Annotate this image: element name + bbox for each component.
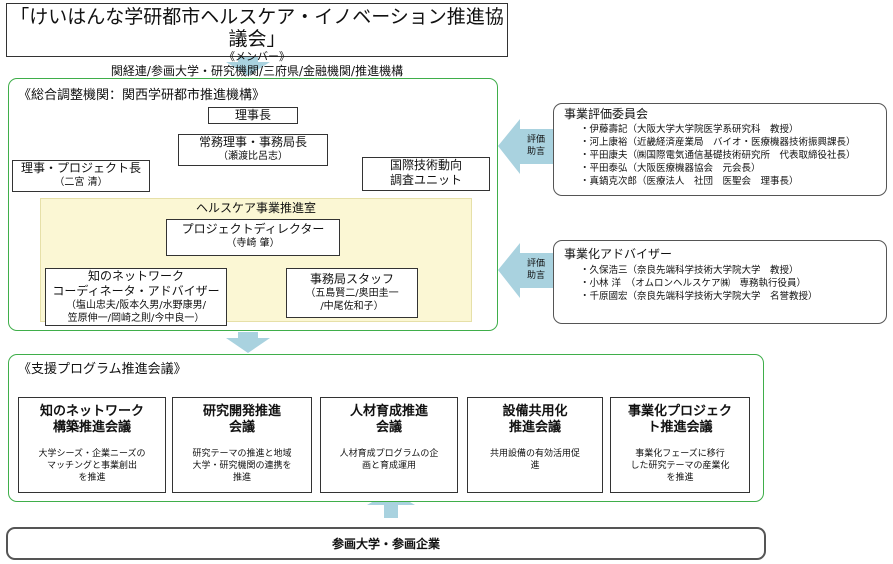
arrow-down-middle [226,332,270,353]
evaluation-committee-box: 事業評価委員会 ・伊藤壽記（大阪大学大学院医学系研究科 教授） ・河上康裕（近畿… [553,103,887,196]
council-knowledge-network: 知のネットワーク 構築推進会議 大学シーズ・企業ニーズの マッチングと事業創出 … [18,397,166,493]
council-desc: 共用設備の有効活用促 進 [468,448,602,472]
council-desc-line: マッチングと事業創出 [46,461,137,471]
bottom-participants-box: 参画大学・参画企業 [6,527,766,560]
council-desc-line: 進 [530,461,540,471]
knowledge-line2: コーディネータ・アドバイザー [52,284,220,298]
director-label: 理事長 [234,108,271,122]
council-desc-line: 大学・研究機関の連携を [192,461,292,471]
pd-title: プロジェクトディレクター [181,222,325,236]
knowledge-names2: 笠原伸一/岡崎之則/今中良一） [67,313,205,324]
pd-box: プロジェクトディレクター （寺崎 肇） [166,219,340,256]
council-desc-line: 研究テーマの推進と地域 [192,449,292,459]
bottom-participants-label: 参画大学・参画企業 [331,537,440,551]
evaluation-arrow-label2: 助言 [526,147,545,157]
project-director-name: （二宮 清） [54,177,108,188]
council-title-line1: 設備共用化 [502,404,568,419]
advisor-box: 事業化アドバイザー ・久保浩三（奈良先端科学技術大学院大学 教授） ・小林 洋 … [553,240,887,324]
council-title-line2: 会議 [228,420,255,435]
evaluation-members: ・伊藤壽記（大阪大学大学院医学系研究科 教授） ・河上康裕（近畿経済産業局 バイ… [580,123,886,188]
project-director-box: 理事・プロジェクト長 （二宮 清） [12,160,150,192]
council-title-line1: 知のネットワーク [39,404,144,419]
staff-box: 事務局スタッフ （五島賢二/奥田圭一 /中尾佐和子） [286,268,418,318]
pd-name: （寺崎 肇） [226,238,280,249]
staff-names2: /中尾佐和子） [320,301,384,312]
council-title-line1: 研究開発推進 [202,404,281,419]
arrow-left-advisor [498,243,553,298]
council-title-line1: 事業化プロジェク [627,404,732,419]
council-desc: 大学シーズ・企業ニーズの マッチングと事業創出 を推進 [19,448,165,484]
evaluation-member: ・真鍋克次郎（医療法人 社団 医聖会 理事長） [580,176,799,187]
evaluation-arrow-label: 評価 助言 [520,134,552,158]
director-box: 理事長 [208,107,298,124]
advisor-member: ・千原國宏（奈良先端科学技術大学院大学 名誉教授） [580,291,818,302]
advisor-member: ・久保浩三（奈良先端科学技術大学院大学 教授） [580,265,799,276]
evaluation-member: ・平田泰弘（大阪医療機器協会 元会長） [580,163,761,174]
intl-unit-box: 国際技術動向 調査ユニット [362,157,490,191]
council-desc: 人材育成プログラムの企 画と育成運用 [321,448,457,472]
council-title-line2: ト推進会議 [647,420,713,435]
evaluation-member: ・平田康夫（㈱国際電気通信基礎技術研究所 代表取締役社長） [580,150,856,161]
coordination-title: 《総合調整機関：関西学研都市推進機構》 [18,88,266,103]
council-title-line2: 推進会議 [508,420,561,435]
council-title-line2: 構築推進会議 [52,420,131,435]
knowledge-line1: 知のネットワーク [87,269,184,283]
council-hr: 人材育成推進 会議 人材育成プログラムの企 画と育成運用 [320,397,458,493]
intl-unit-line2: 調査ユニット [389,173,462,187]
council-desc-line: 推進 [232,473,251,483]
council-equipment: 設備共用化 推進会議 共用設備の有効活用促 進 [467,397,603,493]
evaluation-arrow-label1: 評価 [526,135,545,145]
council-desc-line: した研究テーマの産業化 [630,461,730,471]
evaluation-title: 事業評価委員会 [564,107,649,121]
managing-director-box: 常務理事・事務局長 （瀬渡比呂志） [178,134,328,166]
council-rd: 研究開発推進 会議 研究テーマの推進と地域 大学・研究機関の連携を 推進 [172,397,312,493]
advisor-arrow-label2: 助言 [526,271,545,281]
members-list: 関経連/参画大学・研究機関/三府県/金融機関/推進機構 [110,64,404,78]
project-director-title: 理事・プロジェクト長 [20,161,141,175]
council-desc: 事業化フェーズに移行 した研究テーマの産業化 を推進 [611,448,749,484]
managing-name: （瀬渡比呂志） [218,151,288,162]
intl-unit-line1: 国際技術動向 [389,158,462,172]
council-desc: 研究テーマの推進と地域 大学・研究機関の連携を 推進 [173,448,311,484]
council-desc-line: 共用設備の有効活用促 [489,449,580,459]
evaluation-member: ・伊藤壽記（大阪大学大学院医学系研究科 教授） [580,124,799,135]
support-program-title: 《支援プログラム推進会議》 [18,362,187,377]
council-desc-line: 大学シーズ・企業ニーズの [38,449,146,459]
council-desc-line: 事業化フェーズに移行 [635,449,725,459]
advisor-members: ・久保浩三（奈良先端科学技術大学院大学 教授） ・小林 洋 （オムロンヘルスケア… [580,264,886,303]
advisor-title: 事業化アドバイザー [564,247,673,261]
council-desc-line: を推進 [78,473,106,483]
top-council-box: 「けいはんな学研都市ヘルスケア・イノベーション推進協議会」 《メンバー》 関経連… [6,3,508,78]
members-label: 《メンバー》 [224,50,290,63]
council-desc-line: 画と育成運用 [361,461,416,471]
knowledge-network-box: 知のネットワーク コーディネータ・アドバイザー （塩山忠夫/阪本久男/水野康男/… [45,268,227,326]
council-title-line2: 会議 [375,420,402,435]
advisor-arrow-label1: 評価 [526,259,545,269]
council-desc-line: 人材育成プログラムの企 [339,449,439,459]
knowledge-names1: （塩山忠夫/阪本久男/水野康男/ [65,300,207,311]
healthcare-office-title: ヘルスケア事業推進室 [195,201,316,215]
advisor-arrow-label: 評価 助言 [520,258,552,282]
council-commercialization: 事業化プロジェク ト推進会議 事業化フェーズに移行 した研究テーマの産業化 を推… [610,397,750,493]
top-council-title: 「けいはんな学研都市ヘルスケア・イノベーション推進協議会」 [10,6,504,50]
council-desc-line: を推進 [666,473,694,483]
staff-names1: （五島賢二/奥田圭一 [305,288,399,299]
staff-title: 事務局スタッフ [309,272,394,286]
managing-title: 常務理事・事務局長 [198,135,307,149]
evaluation-member: ・河上康裕（近畿経済産業局 バイオ・医療機器技術振興課長） [580,137,856,148]
arrow-down-top [226,56,270,76]
arrow-up-bottom [384,502,398,518]
arrow-left-evaluation [498,119,553,174]
advisor-member: ・小林 洋 （オムロンヘルスケア㈱ 専務執行役員） [580,278,806,289]
council-title-line1: 人材育成推進 [349,404,428,419]
